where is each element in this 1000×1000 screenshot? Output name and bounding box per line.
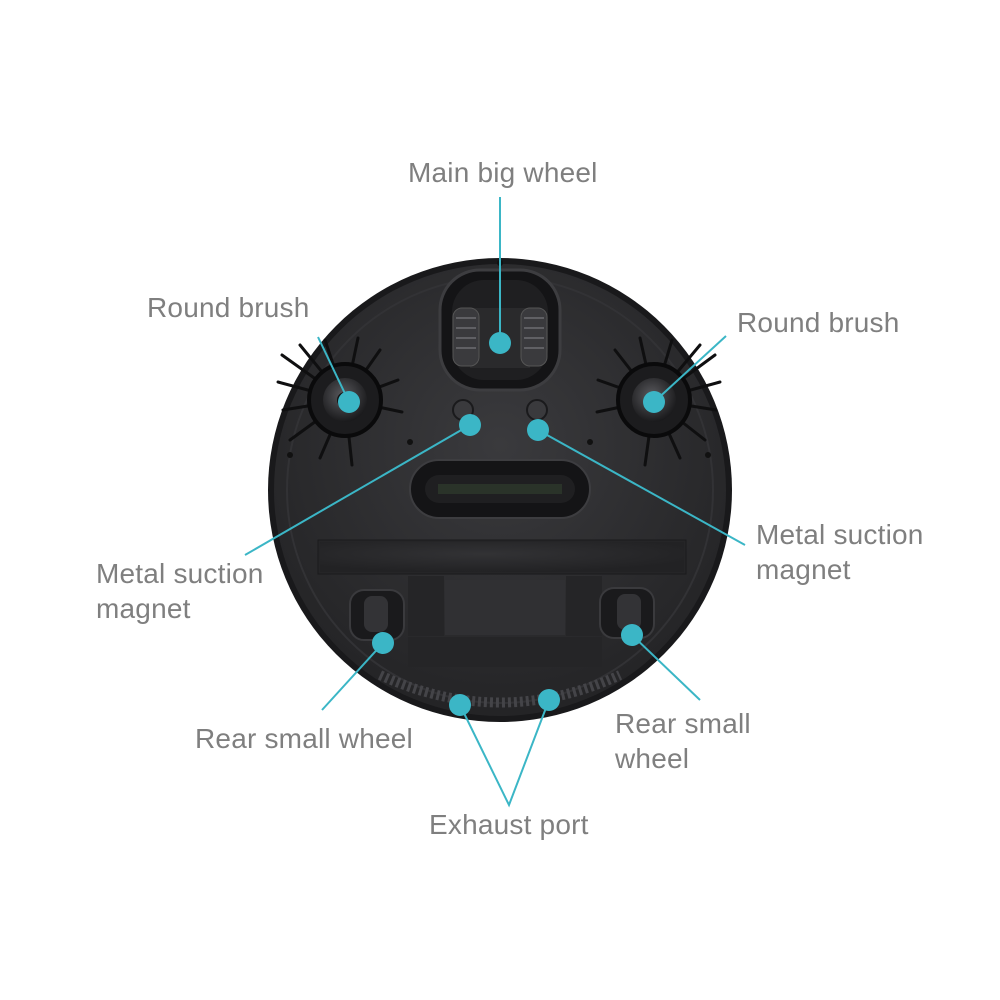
- label-rear-wheel-right-line2: wheel: [615, 743, 690, 774]
- label-round-brush-left: Round brush: [147, 290, 310, 325]
- callout-dots: [338, 332, 665, 716]
- callout-lines: [244, 197, 746, 808]
- label-metal-magnet-right-line1: Metal suction: [756, 519, 924, 550]
- exhaust-vents: [377, 670, 623, 708]
- label-metal-magnet-left: Metal suction magnet: [96, 556, 264, 626]
- label-round-brush-left-text: Round brush: [147, 292, 310, 323]
- label-round-brush-right: Round brush: [737, 305, 900, 340]
- mop-velcro-strips: [317, 539, 687, 667]
- rear-small-wheel-left: [349, 589, 405, 641]
- label-exhaust-port-text: Exhaust port: [429, 809, 589, 840]
- label-rear-wheel-left-text: Rear small wheel: [195, 723, 413, 754]
- suction-inlet: [409, 459, 591, 519]
- label-rear-wheel-right-line1: Rear small: [615, 708, 751, 739]
- label-rear-wheel-left: Rear small wheel: [195, 721, 413, 756]
- rear-small-wheel-right: [599, 587, 655, 639]
- label-metal-magnet-left-line1: Metal suction: [96, 558, 264, 589]
- label-main-big-wheel-text: Main big wheel: [408, 157, 598, 188]
- label-metal-magnet-right: Metal suction magnet: [756, 517, 924, 587]
- label-metal-magnet-left-line2: magnet: [96, 593, 191, 624]
- label-metal-magnet-right-line2: magnet: [756, 554, 851, 585]
- label-rear-wheel-right: Rear small wheel: [615, 706, 751, 776]
- left-round-brush: [276, 336, 404, 467]
- label-exhaust-port: Exhaust port: [429, 807, 589, 842]
- body-screws: [287, 439, 711, 458]
- label-main-big-wheel: Main big wheel: [408, 155, 598, 190]
- label-round-brush-right-text: Round brush: [737, 307, 900, 338]
